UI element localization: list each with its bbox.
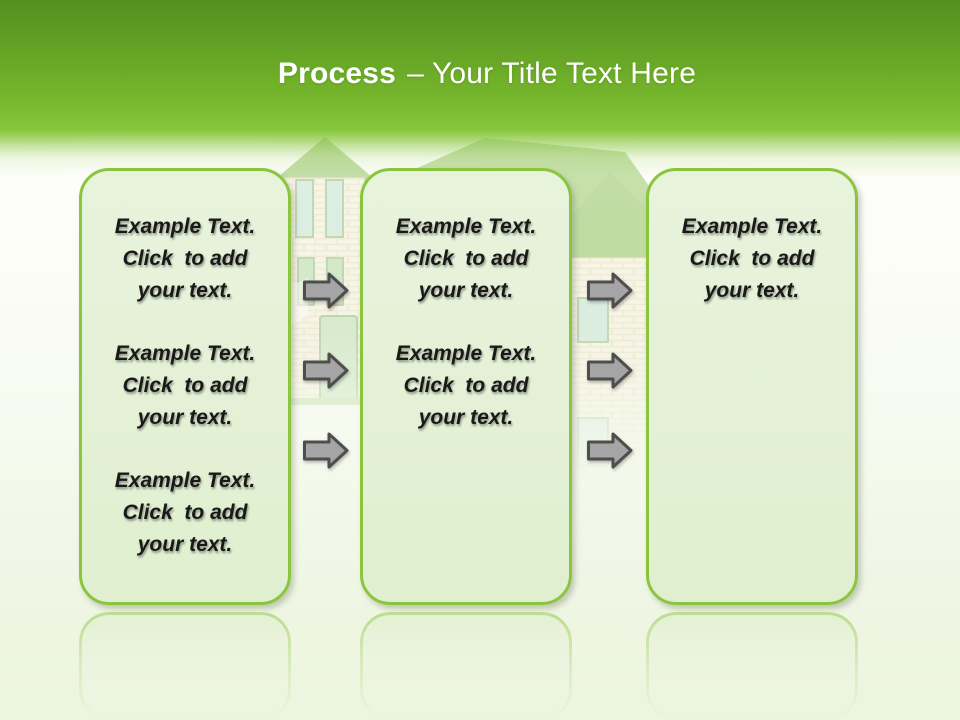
text-line: Example Text. — [681, 215, 823, 238]
text-line: your text. — [137, 406, 233, 429]
text-line: Example Text. — [114, 469, 256, 492]
right-arrow-icon — [303, 352, 349, 389]
page-title-rest: – Your Title Text Here — [407, 57, 697, 90]
text-line: your text. — [704, 279, 800, 302]
text-line: Click to add — [122, 374, 248, 397]
text-line: Example Text. — [114, 215, 256, 238]
text-line: Click to add — [122, 247, 248, 270]
text-line: your text. — [137, 533, 233, 556]
text-paragraph: Example Text. Click to add your text. — [90, 465, 280, 561]
process-box-2[interactable]: Example Text. Click to add your text. Ex… — [360, 168, 572, 605]
text-line: your text. — [137, 279, 233, 302]
right-arrow-icon — [587, 352, 633, 389]
text-line: Click to add — [403, 374, 529, 397]
box-reflection — [646, 612, 858, 720]
right-arrow-icon — [587, 432, 633, 469]
process-box-3[interactable]: Example Text. Click to add your text. — [646, 168, 858, 605]
text-paragraph: Example Text. Click to add your text. — [371, 211, 561, 307]
right-arrow-icon — [587, 272, 633, 309]
page-title-keyword: Process — [277, 57, 397, 90]
text-line: your text. — [418, 279, 514, 302]
text-paragraph: Example Text. Click to add your text. — [657, 211, 847, 307]
text-line: Click to add — [403, 247, 529, 270]
text-line: Example Text. — [114, 342, 256, 365]
text-line: Example Text. — [395, 342, 537, 365]
box-reflection — [79, 612, 291, 720]
text-paragraph: Example Text. Click to add your text. — [371, 338, 561, 434]
right-arrow-icon — [303, 272, 349, 309]
box-reflection — [360, 612, 572, 720]
text-line: Example Text. — [395, 215, 537, 238]
process-box-1[interactable]: Example Text. Click to add your text. Ex… — [79, 168, 291, 605]
text-paragraph: Example Text. Click to add your text. — [90, 211, 280, 307]
text-line: your text. — [418, 406, 514, 429]
text-line: Click to add — [122, 501, 248, 524]
text-paragraph: Example Text. Click to add your text. — [90, 338, 280, 434]
page-title: Process – Your Title Text Here — [0, 54, 960, 94]
text-line: Click to add — [689, 247, 815, 270]
right-arrow-icon — [303, 432, 349, 469]
